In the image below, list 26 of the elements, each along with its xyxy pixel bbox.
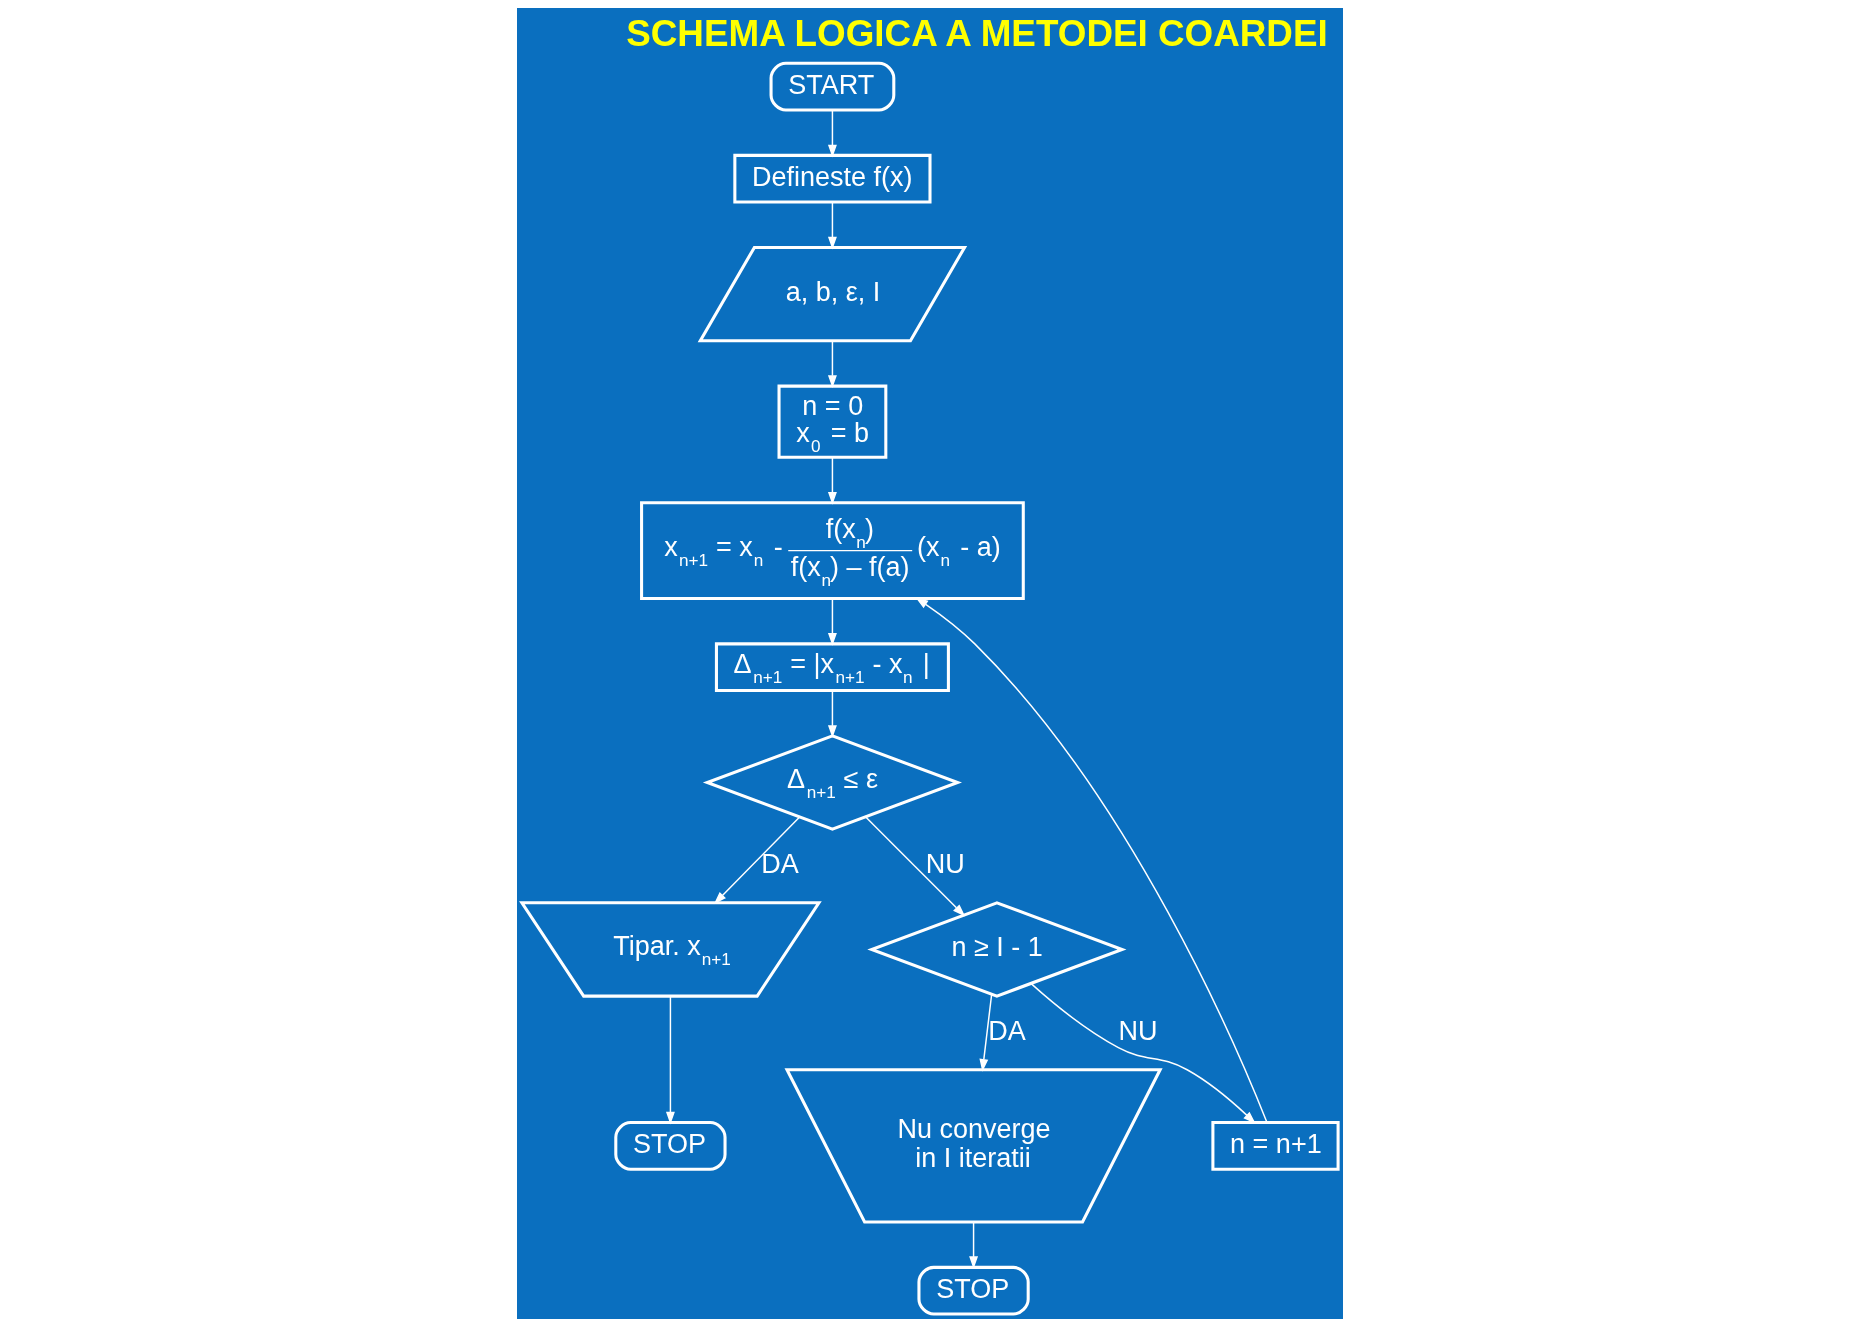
arrow (827, 340, 837, 388)
arrow (827, 597, 837, 646)
arrow (864, 816, 966, 917)
arrow (1030, 982, 1256, 1124)
node-box: n = 0 x$_{0}$ = b (777, 384, 888, 459)
edge-label: NU (1118, 1015, 1158, 1046)
node-box: STOP (917, 1265, 1030, 1316)
node-box: STOP (614, 1121, 727, 1171)
arrow (827, 109, 837, 158)
node-diamond: Δ$_{n+1}$ ≤ ε (702, 734, 962, 831)
node-box: Defineste f(x) (733, 153, 932, 204)
node-box: x$_{n+1}$ = x$_{n}$ - f(x$_{n}$) (x$_{n}$ - a) f(x$_{n}$) – f(a) (640, 501, 1025, 600)
arrow (979, 993, 993, 1072)
node-box: START (769, 61, 896, 112)
arrow (827, 690, 837, 738)
arrow (713, 816, 801, 905)
arrow (915, 597, 1268, 1124)
node-box: n = n+1 (1211, 1121, 1340, 1171)
diagram-title: SCHEMA LOGICA A METODEI COARDEI (626, 13, 1328, 55)
arrow (665, 995, 675, 1125)
arrow (827, 201, 837, 250)
edge-label: DA (761, 848, 799, 879)
node-box: Δ$_{n+1}$ = |x$_{n+1}$ - x$_{n}$ | (714, 642, 950, 693)
edge-label: DA (988, 1015, 1026, 1046)
edge-label: NU (925, 848, 965, 879)
arrow (827, 456, 837, 505)
